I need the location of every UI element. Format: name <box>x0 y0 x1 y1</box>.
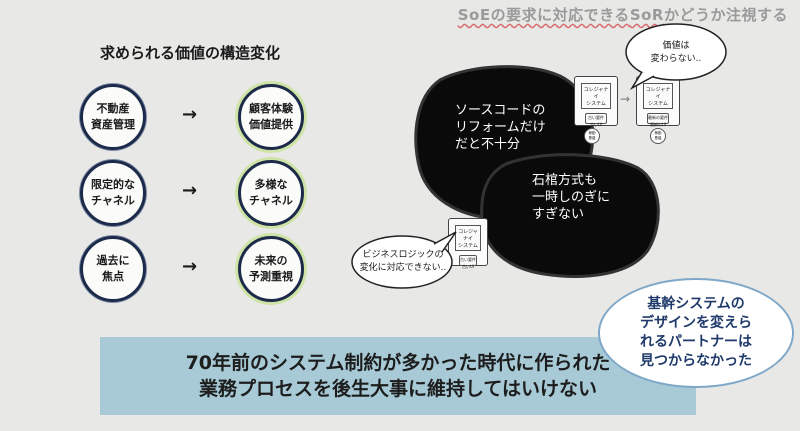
blob-2-text: 石棺方式も 一時しのぎに すぎない <box>532 173 611 222</box>
arrow-right-icon: → <box>182 256 198 277</box>
platform-circle-icon: 稼動 基盤 <box>650 128 666 144</box>
to-bubble-3: 未来の 予測重視 <box>238 236 304 302</box>
conclusion-banner: 70年前のシステム制約が多かった時代に作られた 業務プロセスを後生大事に維持して… <box>100 337 696 415</box>
arrow-right-icon: → <box>182 104 198 125</box>
title-rest: かどうか注視する <box>663 6 788 24</box>
from-bubble-3: 過去に 焦点 <box>80 236 146 302</box>
to-bubble-1: 顧客体験 価値提供 <box>238 84 304 150</box>
structure-heading: 求められる価値の構造変化 <box>100 44 281 62</box>
to-bubble-2: 多様な チャネル <box>238 160 304 226</box>
arrow-right-icon: → <box>182 180 198 201</box>
from-bubble-2: 限定的な チャネル <box>80 160 146 226</box>
platform-circle-icon: 稼動 基盤 <box>584 128 600 144</box>
from-bubble-1: 不動産 資産管理 <box>80 84 146 150</box>
speech-bubble-left: ビジネスロジックの 変化に対応できない.. <box>359 250 447 273</box>
blob-1-text: ソースコードの リフォームだけ だと不十分 <box>455 103 546 152</box>
title-soe: SoEの要求に対応できる <box>457 6 630 24</box>
legacy-system-device: コレジャナイ システム 古い要件 古いUI <box>574 76 618 127</box>
transform-arrow-icon: → <box>620 92 631 106</box>
speech-bubble-top: 価値は 変わらない.. <box>650 41 702 64</box>
banner-line-1: 70年前のシステム制約が多かった時代に作られた <box>185 352 611 374</box>
legacy-system-device-2: コレジャナイ システム 古い要件 古いUI <box>448 218 488 269</box>
speech-bubble-left-shape <box>351 231 457 289</box>
title-sor: SoR <box>629 6 664 24</box>
partner-note: 基幹システムの デザインを変えら れるパートナーは 見つからなかった <box>598 278 794 388</box>
banner-line-2: 業務プロセスを後生大事に維持してはいけない <box>198 378 598 400</box>
page-title: SoEの要求に対応できるSoRかどうか注視する <box>458 4 788 25</box>
speech-bubble-top-shape <box>625 23 727 91</box>
